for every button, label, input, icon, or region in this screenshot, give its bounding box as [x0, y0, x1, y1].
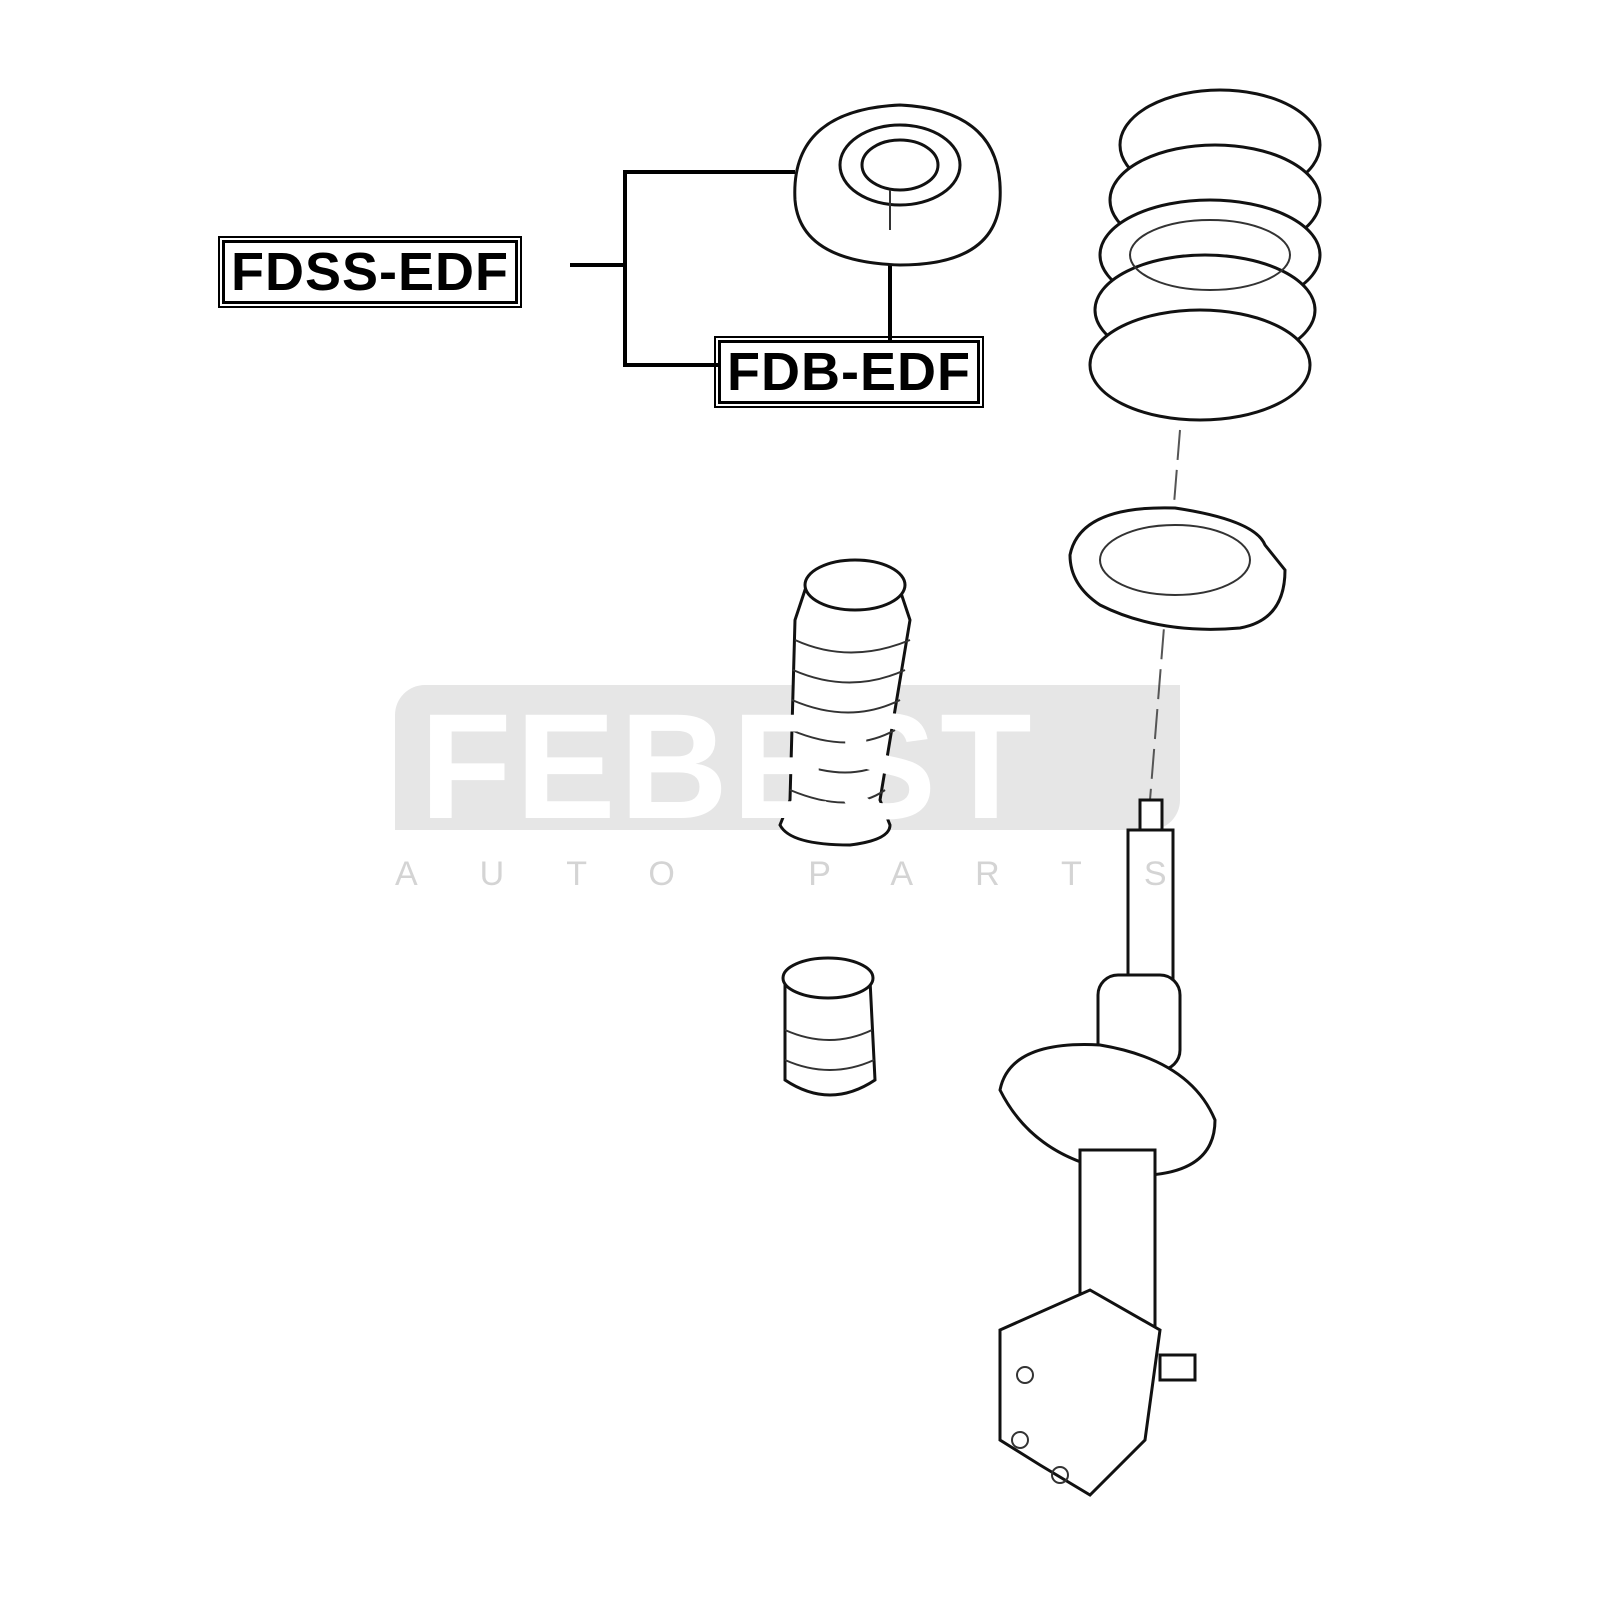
top-mount-label: FDSS-EDF: [218, 236, 522, 308]
watermark-tagline: AUTO PARTS: [395, 855, 1229, 893]
watermark-brand-text: FEBEST: [420, 682, 1036, 850]
coil-spring-part: [1088, 88, 1322, 422]
dust-boot-part: [778, 558, 912, 847]
top-mount-part: [793, 103, 1002, 267]
bearing-label: FDB-EDF: [714, 336, 984, 408]
strut-part: [998, 798, 1217, 1497]
spring-seat-part: [1068, 506, 1287, 631]
bump-stop-part: [781, 956, 877, 1097]
